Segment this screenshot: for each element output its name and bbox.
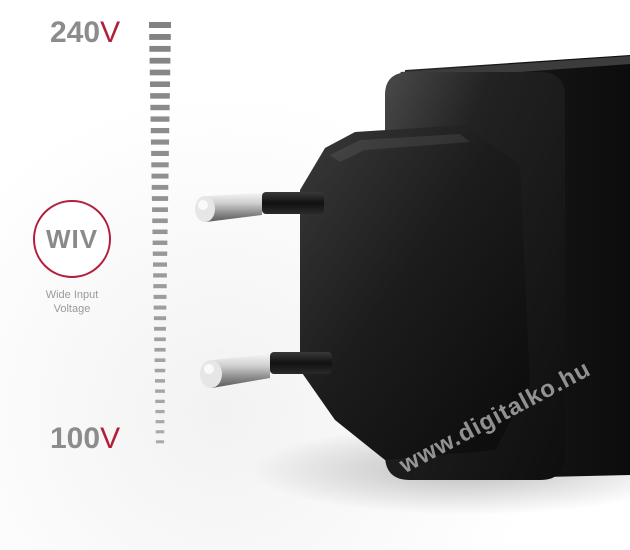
ladder-dash	[152, 240, 168, 246]
ladder-dash	[151, 196, 169, 201]
ladder-dash	[152, 262, 168, 267]
ladder-dash	[154, 347, 166, 352]
ladder-dash	[153, 294, 167, 299]
ladder-dash	[155, 409, 165, 414]
voltage-max-unit: V	[100, 16, 121, 49]
ladder-dash	[153, 273, 167, 278]
ladder-dash	[150, 127, 170, 134]
ladder-dash	[154, 326, 166, 331]
ladder-dash	[155, 399, 165, 404]
ladder-dash	[152, 218, 168, 224]
wiv-badge: WIV	[33, 200, 111, 278]
ladder-dash	[149, 69, 171, 76]
wiv-caption: Wide Input Voltage	[40, 288, 104, 316]
ladder-dash	[150, 104, 170, 111]
voltage-max-label: 240V	[50, 18, 120, 48]
voltage-min-label: 100V	[50, 424, 120, 454]
voltage-min-unit: V	[100, 422, 121, 455]
ladder-dash	[152, 251, 168, 256]
ladder-dash	[151, 162, 169, 168]
ladder-dash	[155, 389, 165, 393]
ladder-dash	[153, 305, 167, 310]
ladder-dash	[151, 150, 169, 157]
ladder-dash	[154, 379, 166, 383]
ladder-dash	[151, 184, 169, 190]
voltage-ladder	[149, 22, 171, 444]
ladder-dash	[154, 358, 166, 362]
ladder-dash	[152, 207, 168, 213]
voltage-min-value: 100	[50, 422, 101, 455]
ladder-dash	[149, 81, 171, 88]
ladder-dash	[152, 229, 168, 235]
plug-head	[300, 125, 530, 460]
ladder-dash	[154, 337, 166, 342]
ladder-dash	[150, 139, 170, 145]
voltage-max-value: 240	[50, 16, 101, 49]
ladder-dash	[154, 368, 166, 373]
ladder-dash	[155, 420, 165, 424]
ladder-dash	[149, 34, 171, 40]
ladder-dash	[153, 316, 167, 321]
ladder-dash	[150, 116, 170, 122]
ladder-dash	[155, 440, 165, 444]
ladder-dash	[153, 284, 167, 289]
wiv-caption-line2: Voltage	[53, 303, 91, 315]
upper-pin	[195, 192, 324, 222]
plug-head-highlight	[330, 134, 470, 162]
ladder-dash	[149, 57, 171, 64]
ladder-dash	[151, 173, 169, 179]
wiv-caption-line1: Wide Input	[45, 289, 99, 301]
ladder-dash	[149, 45, 171, 52]
ladder-dash	[150, 93, 170, 99]
wiv-acronym: WIV	[45, 223, 99, 254]
ladder-dash	[149, 22, 171, 28]
lower-pin	[200, 352, 332, 388]
ladder-dash	[155, 430, 165, 434]
